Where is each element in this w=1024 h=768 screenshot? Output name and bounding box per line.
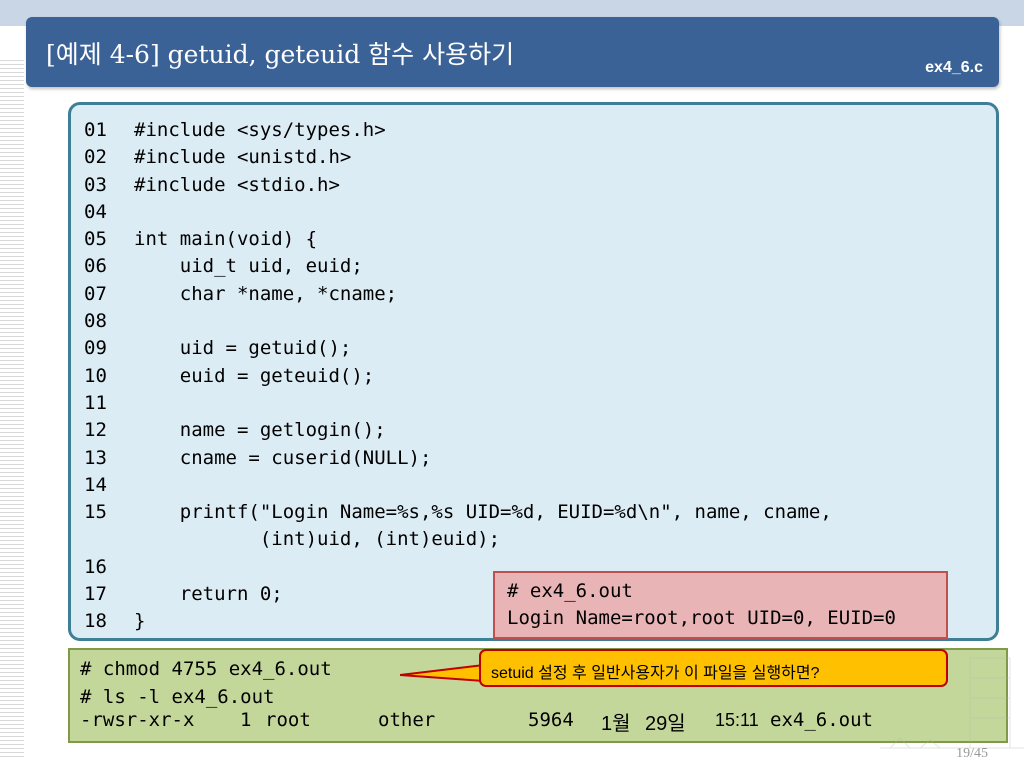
code-line: 10 euid = geteuid(); xyxy=(84,363,832,390)
file-group: other xyxy=(378,709,436,731)
code-line: 14 xyxy=(84,472,832,499)
code-text: #include <unistd.h> xyxy=(134,146,352,169)
line-number: 14 xyxy=(84,473,107,496)
file-name: ex4_6.out xyxy=(770,709,873,731)
line-number: 11 xyxy=(84,391,107,414)
code-line: (int)uid, (int)euid); xyxy=(84,526,832,553)
line-number: 16 xyxy=(84,555,107,578)
code-line: 05 int main(void) { xyxy=(84,226,832,253)
code-line: 07 char *name, *cname; xyxy=(84,281,832,308)
code-text: uid_t uid, euid; xyxy=(134,255,363,278)
code-text: #include <stdio.h> xyxy=(134,173,340,196)
code-line: 08 xyxy=(84,308,832,335)
code-line: 01 #include <sys/types.h> xyxy=(84,117,832,144)
line-number: 12 xyxy=(84,419,107,442)
code-line: 11 xyxy=(84,390,832,417)
terminal-command-ls: # ls -l ex4_6.out xyxy=(80,686,275,708)
code-line: 04 xyxy=(84,199,832,226)
line-number: 07 xyxy=(84,282,107,305)
file-time: 15:11 xyxy=(715,710,759,730)
slide-title: [예제 4-6] getuid, geteuid 함수 사용하기 xyxy=(46,40,515,69)
line-number: 02 xyxy=(84,146,107,169)
code-line: 02 #include <unistd.h> xyxy=(84,144,832,171)
file-owner: root xyxy=(265,709,311,731)
line-number: 15 xyxy=(84,501,107,524)
code-line: 06 uid_t uid, euid; xyxy=(84,253,832,280)
file-listing-row: -rwsr-xr-x 1 root other 5964 1월 29일 15:1… xyxy=(80,709,1000,736)
title-bar: [예제 4-6] getuid, geteuid 함수 사용하기 ex4_6.c xyxy=(26,17,999,87)
line-number: 09 xyxy=(84,337,107,360)
code-text: } xyxy=(134,610,146,633)
line-number: 06 xyxy=(84,255,107,278)
left-stripe-decoration xyxy=(0,60,24,760)
terminal-command-chmod: # chmod 4755 ex4_6.out xyxy=(80,658,332,680)
code-lines: 01 #include <sys/types.h> 02 #include <unis… xyxy=(84,117,832,636)
file-name-label: ex4_6.c xyxy=(925,59,983,76)
line-number: 10 xyxy=(84,364,107,387)
code-line: 15 printf("Login Name=%s,%s UID=%d, EUID… xyxy=(84,499,832,526)
file-day: 29일 xyxy=(645,713,686,735)
output-line: Login Name=root,root UID=0, EUID=0 xyxy=(507,607,896,629)
line-number: 18 xyxy=(84,610,107,633)
file-permissions: -rwsr-xr-x xyxy=(80,709,195,731)
line-number: 03 xyxy=(84,173,107,196)
code-line: 18} xyxy=(84,608,832,635)
code-line: 13 cname = cuserid(NULL); xyxy=(84,445,832,472)
line-number: 08 xyxy=(84,310,107,333)
program-output-box: # ex4_6.out Login Name=root,root UID=0, … xyxy=(493,571,948,639)
line-number: 04 xyxy=(84,200,107,223)
file-month: 1월 xyxy=(601,713,631,735)
code-text: name = getlogin(); xyxy=(134,419,386,442)
code-line: 03 #include <stdio.h> xyxy=(84,172,832,199)
line-number: 17 xyxy=(84,583,107,606)
code-listing-panel: 01 #include <sys/types.h> 02 #include <unis… xyxy=(68,102,999,641)
code-line: 16 xyxy=(84,554,832,581)
code-text: char *name, *cname; xyxy=(134,282,398,305)
file-size: 5964 xyxy=(528,709,574,731)
code-text: euid = geteuid(); xyxy=(134,364,375,387)
code-text: #include <sys/types.h> xyxy=(134,119,386,141)
line-number: 01 xyxy=(84,119,107,141)
file-link-count: 1 xyxy=(240,709,252,731)
code-line: 12 name = getlogin(); xyxy=(84,417,832,444)
output-line: # ex4_6.out xyxy=(507,580,633,602)
watermark-graphic xyxy=(880,657,1024,749)
code-text: cname = cuserid(NULL); xyxy=(134,446,432,469)
page-number: 19/45 xyxy=(956,746,988,761)
line-number: 05 xyxy=(84,228,107,251)
code-line: 09 uid = getuid(); xyxy=(84,335,832,362)
callout-pointer xyxy=(400,664,484,682)
code-text: return 0; xyxy=(134,583,283,606)
code-text: (int)uid, (int)euid); xyxy=(134,528,501,551)
line-number: 13 xyxy=(84,446,107,469)
code-text: int main(void) { xyxy=(134,228,318,251)
code-line: 17 return 0; xyxy=(84,581,832,608)
code-text: uid = getuid(); xyxy=(134,337,352,360)
code-text: printf("Login Name=%s,%s UID=%d, EUID=%d… xyxy=(134,501,832,524)
setuid-callout: setuid 설정 후 일반사용자가 이 파일을 실행하면? xyxy=(479,649,948,687)
